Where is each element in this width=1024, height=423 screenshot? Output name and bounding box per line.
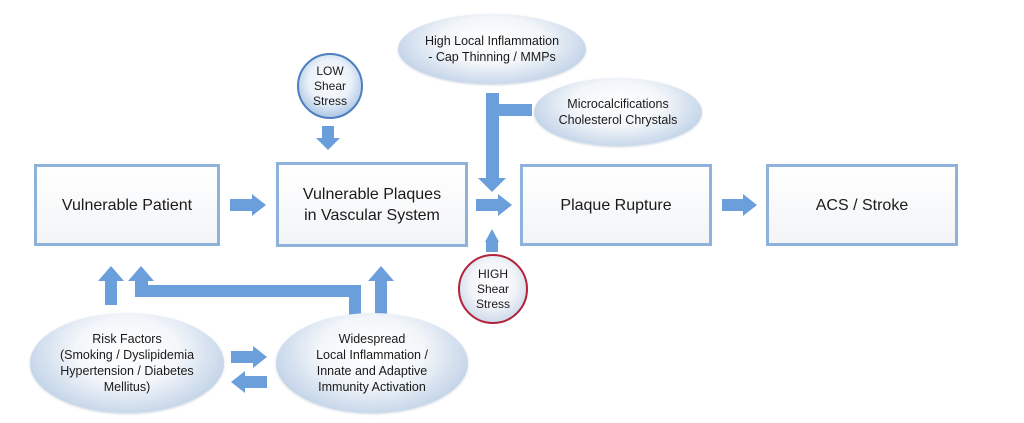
acs-stroke-label: ACS / Stroke — [815, 196, 909, 214]
arrow-low-shear-down — [316, 126, 340, 150]
microcalcifications-ellipse: Microcalcifications Cholesterol Chrystal… — [534, 78, 702, 146]
arrow-widespread-to-risk — [231, 371, 267, 393]
microcalcifications-label: Microcalcifications Cholesterol Chrystal… — [558, 97, 678, 127]
arrow-widespread-up — [368, 266, 394, 318]
widespread-inflammation-label: Widespread Local Inflammation / Innate a… — [316, 332, 428, 394]
arrow-risk-to-widespread — [231, 346, 267, 368]
acs-stroke-box: ACS / Stroke — [766, 164, 958, 246]
high-local-inflammation-label: High Local Inflammation - Cap Thinning /… — [424, 34, 560, 64]
risk-factors-ellipse: Risk Factors (Smoking / Dyslipidemia Hyp… — [30, 313, 224, 413]
high-shear-stress-label: HIGH Shear Stress — [475, 266, 510, 311]
low-shear-stress-circle: LOW Shear Stress — [297, 53, 363, 119]
arrow-plaques-to-rupture — [476, 194, 512, 216]
arrow-risk-up — [98, 266, 124, 305]
low-shear-stress-label: LOW Shear Stress — [312, 63, 347, 108]
vulnerable-plaques-box: Vulnerable Plaques in Vascular System — [276, 162, 468, 247]
widespread-inflammation-ellipse: Widespread Local Inflammation / Innate a… — [276, 313, 468, 413]
arrow-inflammation-down — [478, 93, 532, 192]
plaque-rupture-box: Plaque Rupture — [520, 164, 712, 246]
plaque-rupture-label: Plaque Rupture — [560, 196, 672, 214]
vulnerable-patient-label: Vulnerable Patient — [61, 196, 193, 214]
risk-factors-label: Risk Factors (Smoking / Dyslipidemia Hyp… — [59, 332, 195, 394]
vulnerable-plaques-label: Vulnerable Plaques in Vascular System — [302, 185, 442, 224]
arrow-high-shear-up — [485, 229, 499, 242]
arrow-widespread-to-patient — [128, 266, 361, 318]
arrow-rupture-to-acs — [722, 194, 757, 216]
high-local-inflammation-ellipse: High Local Inflammation - Cap Thinning /… — [398, 14, 586, 84]
vulnerable-patient-box: Vulnerable Patient — [34, 164, 220, 246]
arrow-high-shear-up-shaft — [486, 241, 498, 252]
high-shear-stress-circle: HIGH Shear Stress — [458, 254, 528, 324]
arrow-patient-to-plaques — [230, 194, 266, 216]
